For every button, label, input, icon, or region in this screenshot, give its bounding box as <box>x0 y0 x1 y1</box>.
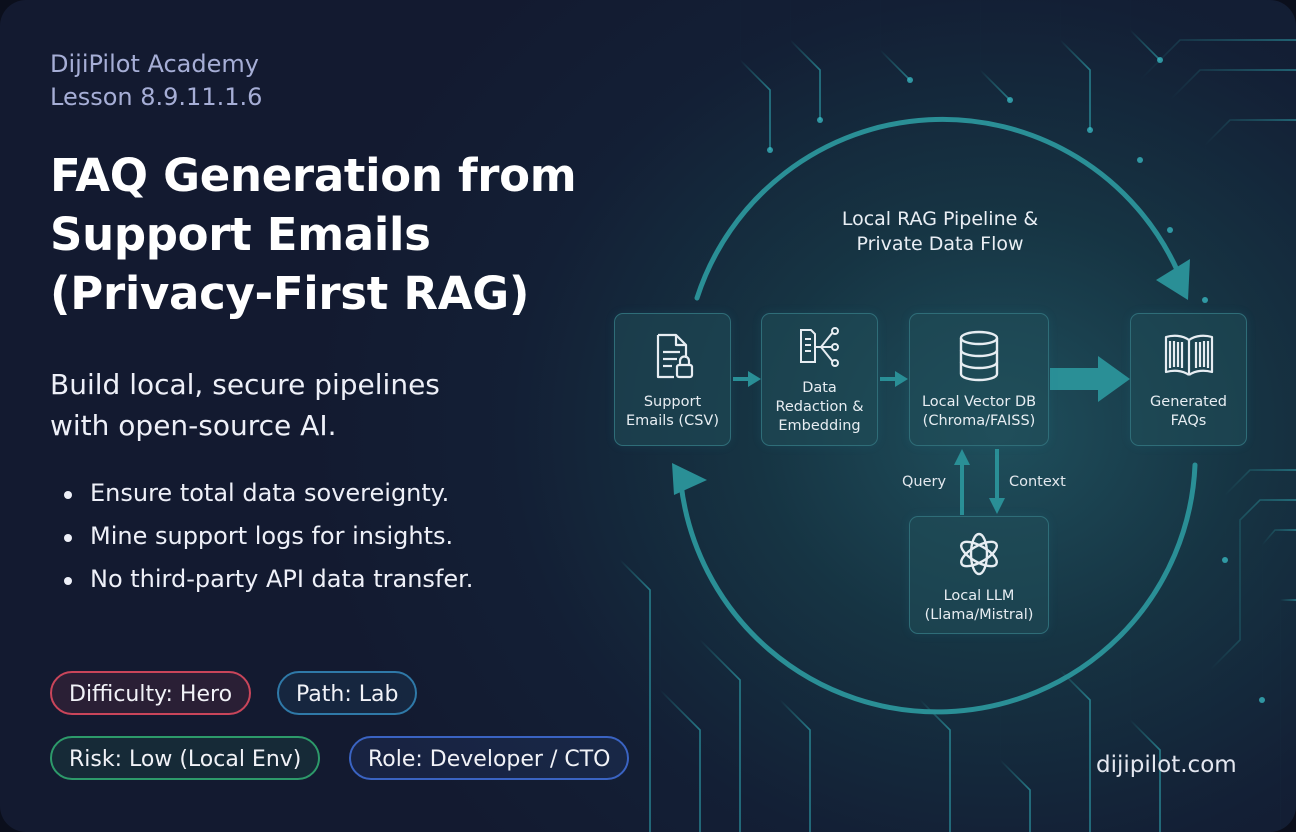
difficulty-tag: Difficulty: Hero <box>50 671 252 715</box>
role-tag: Role: Developer / CTO <box>349 736 630 780</box>
node-support-emails: Support Emails (CSV) <box>614 313 731 446</box>
node-label-line: Support <box>643 394 702 410</box>
document-lock-icon <box>656 333 693 379</box>
cycle-arc-bottom <box>678 462 1198 715</box>
bullet-list: Ensure total data sovereignty. Mine supp… <box>60 472 473 601</box>
node-label-line: Embedding <box>778 418 861 434</box>
node-vector-db: Local Vector DB (Chroma/FAISS) <box>909 313 1049 446</box>
academy-name: DijiPilot Academy <box>50 50 259 78</box>
database-icon <box>959 330 999 382</box>
page-title: FAQ Generation from Support Emails (Priv… <box>50 146 650 323</box>
brand-block: DijiPilot Academy Lesson 8.9.11.1.6 <box>50 48 262 114</box>
path-tag: Path: Lab <box>277 671 418 715</box>
title-line: Support Emails <box>50 208 431 261</box>
node-label-line: (Llama/Mistral) <box>924 607 1034 623</box>
edge-label-context: Context <box>1009 474 1066 490</box>
node-label-line: Data <box>802 380 837 396</box>
bullet-item: Mine support logs for insights. <box>60 515 473 558</box>
diagram-title: Local RAG Pipeline & Private Data Flow <box>800 207 1080 257</box>
node-label-line: FAQs <box>1170 413 1207 429</box>
open-book-icon <box>1164 334 1213 376</box>
subtitle-line: with open-source AI. <box>50 409 337 442</box>
node-generated-faqs: Generated FAQs <box>1130 313 1247 446</box>
edge-label-query: Query <box>902 474 947 490</box>
bullet-item: No third-party API data transfer. <box>60 558 473 601</box>
bullet-item: Ensure total data sovereignty. <box>60 472 473 515</box>
subtitle: Build local, secure pipelines with open-… <box>50 364 570 446</box>
cycle-arrowhead-bottom <box>672 463 707 495</box>
knot-icon <box>960 532 998 576</box>
cycle-arrowhead-top <box>1156 259 1190 300</box>
node-label-line: Local LLM <box>943 588 1015 604</box>
subtitle-line: Build local, secure pipelines <box>50 368 440 401</box>
node-label-line: Emails (CSV) <box>626 413 719 429</box>
node-label-line: Redaction & <box>775 399 864 415</box>
node-label-line: Local Vector DB <box>921 394 1037 410</box>
lesson-number: Lesson 8.9.11.1.6 <box>50 83 263 111</box>
diagram-title-line: Local RAG Pipeline & <box>841 208 1039 230</box>
cycle-arc-top <box>694 116 1181 301</box>
node-local-llm: Local LLM (Llama/Mistral) <box>909 516 1049 634</box>
flow-arrows <box>733 356 1130 515</box>
diagram-title-line: Private Data Flow <box>856 233 1024 255</box>
split-flow-icon <box>799 327 839 367</box>
node-label-line: Generated <box>1150 394 1227 410</box>
website-link[interactable]: dijipilot.com <box>1096 752 1237 778</box>
risk-tag: Risk: Low (Local Env) <box>50 736 321 780</box>
node-redaction: Data Redaction & Embedding <box>761 313 878 446</box>
node-label-line: (Chroma/FAISS) <box>922 413 1036 429</box>
title-line: (Privacy-First RAG) <box>50 267 530 320</box>
title-line: FAQ Generation from <box>50 149 577 202</box>
